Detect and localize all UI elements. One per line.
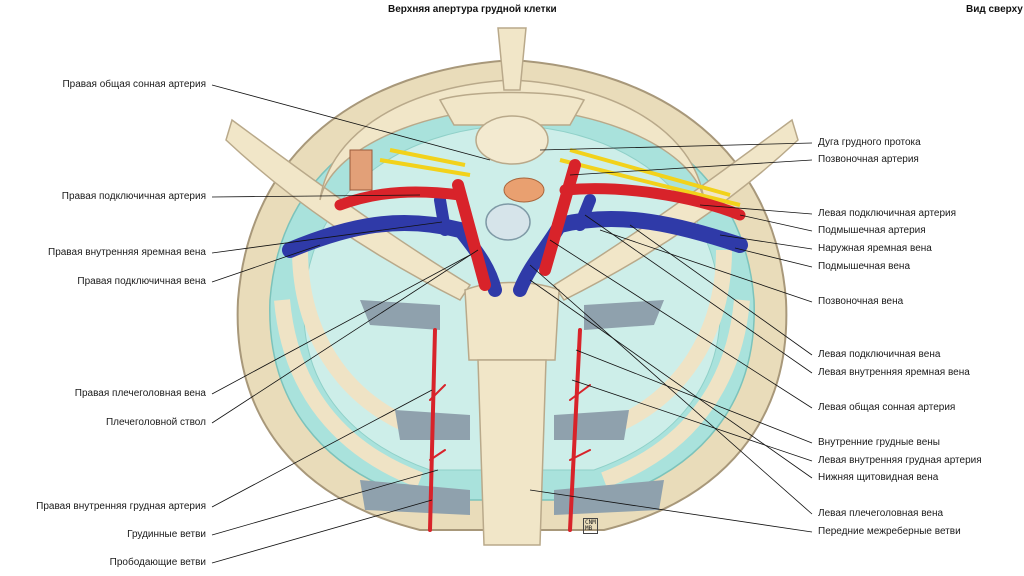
perforating-branches [429,384,591,461]
leader-itdv [529,279,813,479]
leader-rsv [211,244,321,283]
label-internal-thoracic-veins: Внутренние грудные вены [818,437,940,448]
label-axillary-vein: Подмышечная вена [818,261,911,272]
arteries [334,159,746,532]
leader-rsa [211,194,421,198]
rib-2-right [601,249,732,438]
costal-cartilage-0l [360,300,440,330]
label-external-jugular-vein: Наружная яремная вена [818,243,932,254]
leader-dgp [539,142,813,151]
leader-lcca [549,239,813,409]
leader-lsv [629,224,813,356]
leader-sb [211,469,439,536]
leader-aa [739,214,813,232]
label-axillary-artery: Подмышечная артерия [818,225,926,236]
label-anterior-intercostal-branches: Передние межреберные ветви [818,526,961,537]
label-left-subclavian-vein: Левая подключичная вена [818,349,941,360]
label-left-brachiocephalic-vein: Левая плечеголовная вена [818,508,944,519]
costal-cartilage-2l [360,480,470,515]
sternal-body [477,359,547,546]
leader-rita [211,389,433,508]
leader-pb [211,499,433,564]
left-brachial-plexus [559,148,741,207]
label-left-common-carotid-artery: Левая общая сонная артерия [818,402,956,413]
rib-3-left [274,299,423,488]
label-right-common-carotid-artery: Правая общая сонная артерия [62,79,206,90]
leader-rbcv [211,254,471,395]
leader-lijv [584,214,813,374]
label-sternal-branches: Грудинные ветви [127,529,206,540]
label-perforating-branches: Прободающие ветви [109,557,206,568]
manubrium [464,281,560,361]
label-left-internal-thoracic-artery: Левая внутренняя грудная артерия [818,455,982,466]
label-vertebral-artery: Позвоночная артерия [818,154,919,165]
header-view: Вид сверху [966,4,1023,15]
label-right-internal-thoracic-artery: Правая внутренняя грудная артерия [36,501,206,512]
label-vertebral-vein: Позвоночная вена [818,296,904,307]
left-internal-thoracic-artery [568,328,582,532]
rib-2-left [292,249,423,438]
left-subclavian-artery [559,183,746,221]
leader-ejv [719,234,813,250]
leader-lbcv [529,264,813,515]
right-internal-jugular [434,194,451,236]
label-brachiocephalic-trunk: Плечеголовной ствол [105,417,206,428]
leader-bct [211,249,479,424]
label-right-subclavian-artery: Правая подключичная артерия [61,191,206,202]
leader-aib [529,489,813,533]
left-internal-jugular [574,194,596,231]
costal-cartilage-1r [554,410,629,440]
leader-av [734,247,813,268]
leader-va [569,159,813,176]
label-right-brachiocephalic-vein: Правая плечеголовная вена [74,388,206,399]
leader-itv [575,349,813,444]
label-right-subclavian-vein: Правая подключичная вена [77,276,206,287]
leader-lsa [699,204,813,215]
leader-lita [571,379,813,462]
leader-lines [211,84,813,564]
label-thoracic-duct-arch: Дуга грудного протока [818,137,921,148]
right-subclavian-artery [334,186,466,211]
right-internal-thoracic-artery [428,328,437,532]
rib-3-right [601,299,750,488]
leader-rcca [211,84,491,161]
vertebral-arch [438,91,586,126]
esophagus [503,177,545,203]
label-right-internal-jugular-vein: Правая внутренняя яремная вена [48,247,206,258]
left-common-carotid [539,159,581,276]
trachea [485,203,531,241]
label-left-internal-jugular-vein: Левая внутренняя яремная вена [818,367,970,378]
right-brachial-plexus [379,148,471,177]
spinous-process [497,27,527,91]
vertebral-body [475,115,549,165]
header-title: Верхняя апертура грудной клетки [388,4,557,15]
label-inferior-thyroid-vein: Нижняя щитовидная вена [818,472,939,483]
copyright-stamp: CNM MB [583,518,598,534]
leader-vv [599,229,813,303]
costal-cartilage-0r [584,300,664,330]
brachiocephalic-trunk [452,179,491,291]
vertebra [438,27,586,165]
sternum [360,281,664,546]
label-left-subclavian-artery: Левая подключичная артерия [818,208,957,219]
scalene-muscle [349,149,373,191]
leader-rijv [211,221,443,254]
